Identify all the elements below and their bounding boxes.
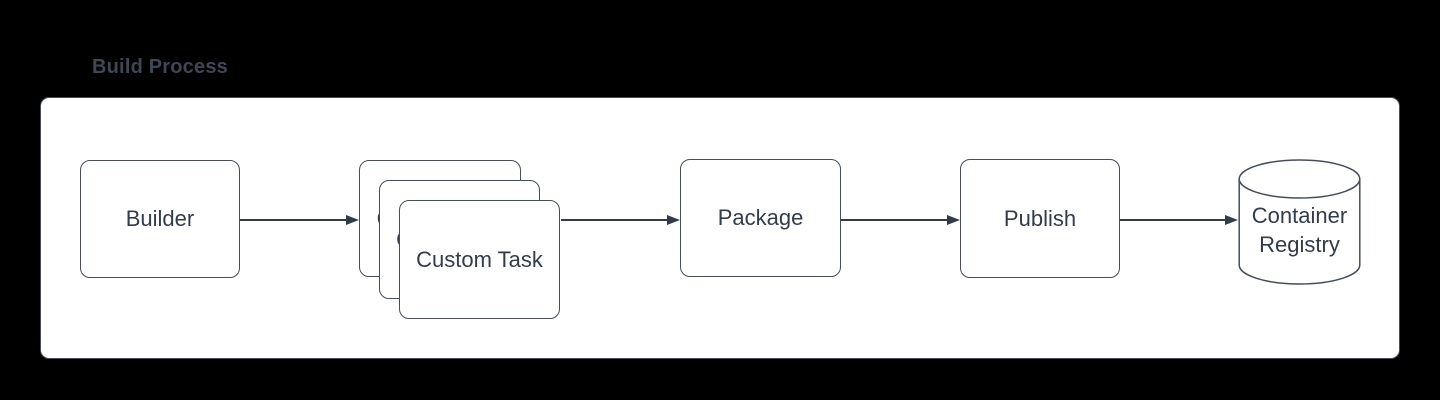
arrowhead-icon <box>1225 214 1238 225</box>
node-custom-task-label: Custom Task <box>416 246 543 272</box>
arrow-line <box>561 218 667 221</box>
connector-builder-to-custom-task <box>240 214 359 225</box>
arrowhead-icon <box>346 214 359 225</box>
connector-publish-to-container-registry <box>1120 214 1238 225</box>
node-custom-task: Custom Task <box>399 200 560 319</box>
arrow-line <box>240 218 346 221</box>
node-container-registry-label: Container Registry <box>1238 201 1361 259</box>
arrow-line <box>1120 218 1225 221</box>
arrowhead-icon <box>947 214 960 225</box>
node-builder-label: Builder <box>125 206 195 231</box>
connector-package-to-publish <box>841 214 960 225</box>
arrowhead-icon <box>667 214 680 225</box>
node-publish-label: Publish <box>1003 205 1077 231</box>
cylinder-shape-icon <box>1238 159 1361 285</box>
node-publish: Publish <box>960 159 1120 278</box>
node-package-label: Package <box>717 205 804 230</box>
diagram-title: Build Process <box>92 56 228 78</box>
container-registry-line-2: Registry <box>1259 232 1340 257</box>
arrow-line <box>841 218 947 221</box>
container-registry-line-1: Container <box>1251 203 1348 228</box>
node-builder: Builder <box>80 160 240 278</box>
connector-custom-task-to-package <box>561 214 680 225</box>
node-container-registry: Container Registry <box>1238 159 1361 285</box>
node-package: Package <box>680 159 841 277</box>
